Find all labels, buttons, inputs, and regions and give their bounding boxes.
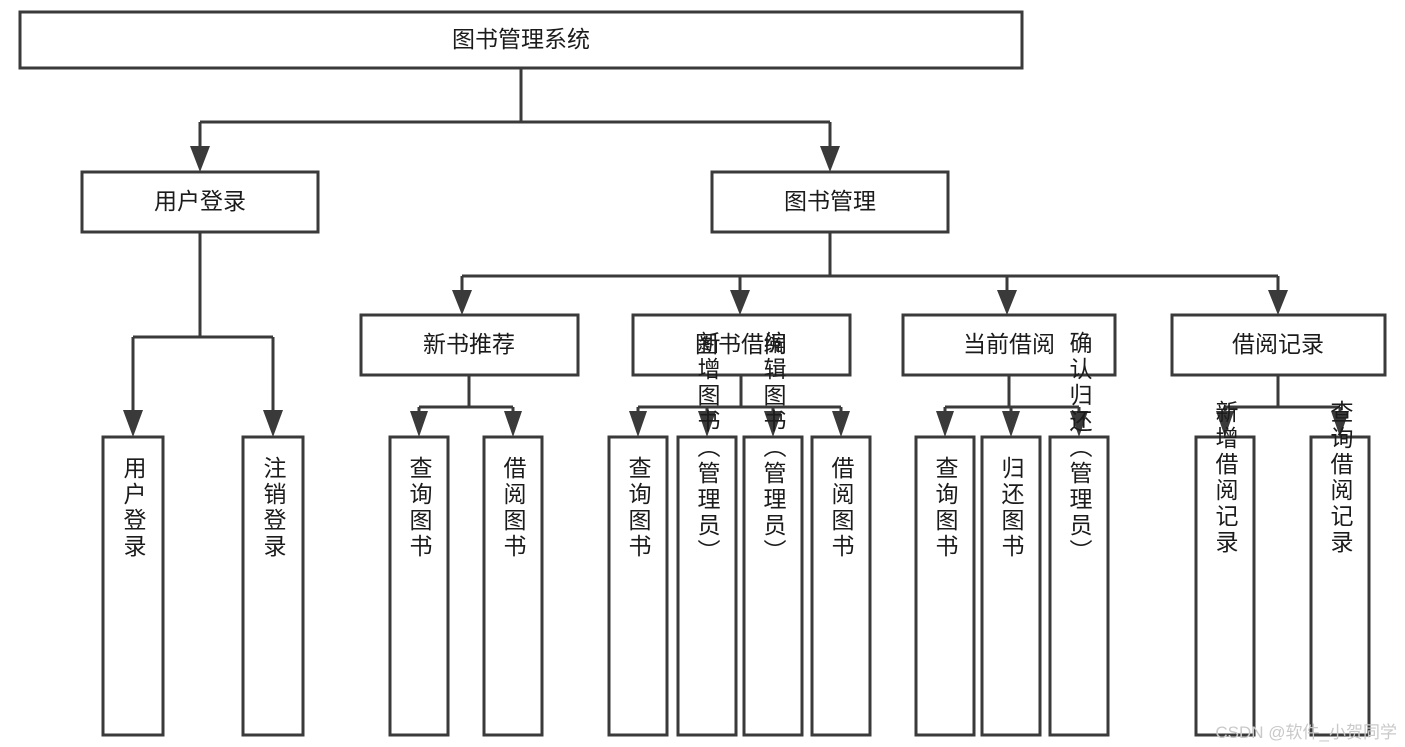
arrow-head-icon [504, 411, 522, 437]
node-box-leaf-logout[interactable] [241, 435, 305, 737]
node-current-borrow[interactable]: 当前借阅 [901, 313, 1117, 377]
node-leaf-query-book-recommend[interactable]: 查询图书 [388, 435, 450, 737]
node-box-leaf-query-borrow-record[interactable] [1309, 435, 1371, 737]
node-label-leaf-query-book-recommend: 查询图书 [406, 456, 433, 560]
arrow-head-icon [452, 290, 472, 315]
arrow-head-icon [629, 411, 647, 437]
connector-root-to-level1 [190, 68, 840, 172]
connector-recommend-to-leaves [410, 375, 522, 437]
connector-layer [123, 68, 1349, 437]
node-label-leaf-user-login: 用户登录 [120, 456, 147, 560]
node-box-leaf-user-login[interactable] [101, 435, 165, 737]
node-label-root: 图书管理系统 [452, 26, 590, 52]
node-user-login[interactable]: 用户登录 [80, 170, 320, 234]
arrow-head-icon [263, 410, 283, 437]
node-label-leaf-query-borrow-record: 查询借阅记录 [1327, 400, 1354, 556]
arrow-head-icon [1216, 411, 1234, 437]
node-leaf-query-borrow-record[interactable]: 查询借阅记录 [1309, 400, 1371, 737]
node-new-book-recommend[interactable]: 新书推荐 [359, 313, 580, 377]
node-box-leaf-query-book-borrow[interactable] [607, 435, 669, 737]
node-book-borrow[interactable]: 图书借阅 [631, 313, 852, 377]
node-leaf-borrow-book[interactable]: 借阅图书 [810, 435, 872, 737]
arrow-head-icon [698, 411, 716, 437]
node-leaf-logout[interactable]: 注销登录 [241, 435, 305, 737]
connector-userlogin-to-leaves [123, 232, 283, 437]
node-label-current-borrow: 当前借阅 [963, 331, 1055, 357]
node-label-leaf-query-book-borrow: 查询图书 [625, 456, 652, 560]
node-leaf-query-book-borrow[interactable]: 查询图书 [607, 435, 669, 737]
node-label-leaf-query-book-current: 查询图书 [932, 456, 959, 560]
arrow-head-icon [764, 411, 782, 437]
node-box-leaf-add-book-admin[interactable] [676, 435, 738, 737]
arrow-head-icon [1002, 411, 1020, 437]
node-leaf-confirm-return-admin[interactable]: 确认归还（管理员） [1048, 331, 1110, 737]
node-leaf-query-book-current[interactable]: 查询图书 [914, 435, 976, 737]
arrow-head-icon [1268, 290, 1288, 315]
node-box-leaf-query-book-current[interactable] [914, 435, 976, 737]
node-label-user-login: 用户登录 [154, 188, 246, 214]
node-label-leaf-borrow-book: 借阅图书 [828, 456, 855, 560]
node-box-leaf-query-book-recommend[interactable] [388, 435, 450, 737]
csdn-watermark: CSDN @软件_小贺同学 [1215, 723, 1397, 742]
arrow-head-icon [1070, 411, 1088, 437]
arrow-head-icon [123, 410, 143, 437]
node-box-book-borrow[interactable] [631, 313, 852, 377]
connector-currentborrow-to-leaves [936, 375, 1088, 437]
node-leaf-return-book[interactable]: 归还图书 [980, 435, 1042, 737]
node-box-new-book-recommend[interactable] [359, 313, 580, 377]
connector-bookborrow-to-leaves [629, 375, 850, 437]
arrow-head-icon [190, 146, 210, 172]
node-label-book-management: 图书管理 [784, 188, 876, 214]
node-box-borrow-records[interactable] [1170, 313, 1387, 377]
node-label-borrow-records: 借阅记录 [1232, 331, 1324, 357]
node-root[interactable]: 图书管理系统 [18, 10, 1024, 70]
node-box-book-management[interactable] [710, 170, 950, 234]
node-box-leaf-edit-book-admin[interactable] [742, 435, 804, 737]
node-leaf-add-borrow-record[interactable]: 新增借阅记录 [1194, 400, 1256, 737]
node-borrow-records[interactable]: 借阅记录 [1170, 313, 1387, 377]
arrow-head-icon [820, 146, 840, 172]
node-box-leaf-borrow-book[interactable] [810, 435, 872, 737]
connector-bookmanagement-to-level2 [452, 232, 1288, 315]
node-label-leaf-edit-book-admin: 编辑图书（管理员） [760, 331, 787, 565]
node-leaf-borrow-book-recommend[interactable]: 借阅图书 [482, 435, 544, 737]
node-book-management[interactable]: 图书管理 [710, 170, 950, 234]
node-box-leaf-borrow-book-recommend[interactable] [482, 435, 544, 737]
node-label-leaf-add-book-admin: 新增图书（管理员） [694, 331, 721, 565]
connector-borrowrecords-to-leaves [1216, 375, 1349, 437]
node-label-leaf-confirm-return-admin: 确认归还（管理员） [1066, 331, 1093, 565]
arrow-head-icon [997, 290, 1017, 315]
node-label-new-book-recommend: 新书推荐 [423, 331, 515, 357]
arrow-head-icon [730, 290, 750, 315]
node-box-root[interactable] [18, 10, 1024, 70]
node-label-leaf-add-borrow-record: 新增借阅记录 [1212, 400, 1239, 556]
node-box-current-borrow[interactable] [901, 313, 1117, 377]
arrow-head-icon [1331, 411, 1349, 437]
node-label-leaf-borrow-book-recommend: 借阅图书 [500, 456, 527, 560]
node-label-leaf-logout: 注销登录 [260, 456, 287, 560]
node-leaf-user-login[interactable]: 用户登录 [101, 435, 165, 737]
node-leaf-add-book-admin[interactable]: 新增图书（管理员） [676, 331, 738, 737]
arrow-head-icon [832, 411, 850, 437]
arrow-head-icon [936, 411, 954, 437]
node-label-book-borrow: 图书借阅 [695, 331, 787, 357]
node-leaf-edit-book-admin[interactable]: 编辑图书（管理员） [742, 331, 804, 737]
arrow-head-icon [410, 411, 428, 437]
node-box-leaf-return-book[interactable] [980, 435, 1042, 737]
node-label-leaf-return-book: 归还图书 [998, 456, 1025, 560]
node-box-leaf-add-borrow-record[interactable] [1194, 435, 1256, 737]
node-box-user-login[interactable] [80, 170, 320, 234]
node-box-leaf-confirm-return-admin[interactable] [1048, 435, 1110, 737]
